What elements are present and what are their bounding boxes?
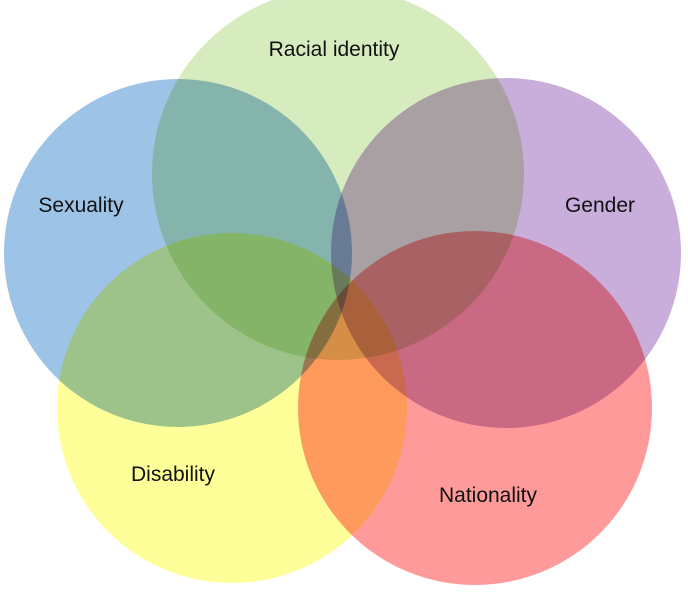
gender-label: Gender (565, 194, 635, 217)
sexuality-label: Sexuality (38, 194, 124, 217)
nationality-circle (298, 231, 652, 585)
disability-label: Disability (131, 463, 216, 486)
venn-circles (4, 0, 681, 585)
nationality-label: Nationality (439, 484, 538, 507)
racial-identity-label: Racial identity (269, 38, 400, 61)
disability-circle (57, 233, 407, 583)
venn-labels: Sexuality Racial identity Gender Disabil… (38, 38, 635, 507)
